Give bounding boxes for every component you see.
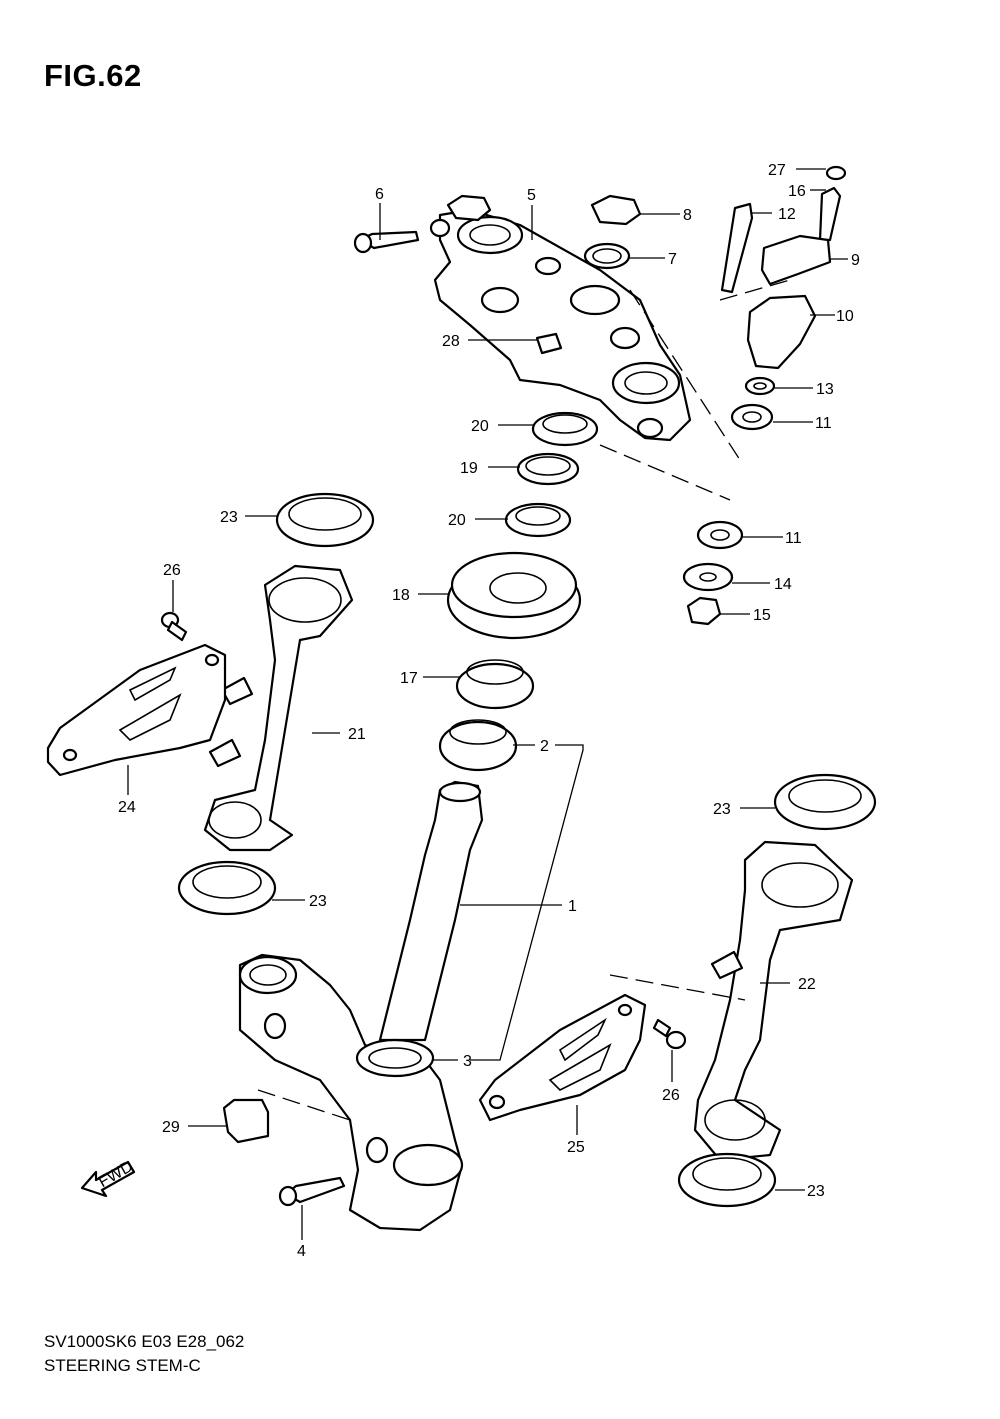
bracket-24 <box>46 643 227 777</box>
callout-11a: 11 <box>815 415 832 432</box>
callout-20b: 20 <box>448 512 466 529</box>
callout-6: 6 <box>375 186 384 203</box>
spacer-29 <box>222 1098 270 1144</box>
leader-lines <box>127 168 848 1240</box>
callout-11b: 11 <box>785 530 802 547</box>
bearing-stack <box>438 411 599 772</box>
callout-16: 16 <box>788 183 806 200</box>
callout-5: 5 <box>527 187 536 204</box>
cap-8 <box>446 194 492 222</box>
washer-7 <box>583 242 631 270</box>
nut-15 <box>686 596 722 626</box>
screw-26a <box>160 611 188 642</box>
callout-3: 3 <box>463 1053 472 1070</box>
callout-4: 4 <box>297 1243 306 1260</box>
fwd-arrow-icon: FWD <box>80 1158 136 1198</box>
callout-29: 29 <box>162 1119 180 1136</box>
bolt-6 <box>353 230 420 254</box>
grommet-23d <box>677 1152 777 1208</box>
callout-23a: 23 <box>220 509 238 526</box>
callout-10: 10 <box>836 308 854 325</box>
model-code: SV1000SK6 E03 E28_062 <box>44 1332 245 1351</box>
cap-8b <box>590 194 642 226</box>
bracket-25 <box>478 993 647 1122</box>
callout-21: 21 <box>348 726 366 743</box>
callout-20a: 20 <box>471 418 489 435</box>
meter-bracket-21 <box>203 564 354 852</box>
callout-1: 1 <box>568 898 577 915</box>
callout-7: 7 <box>668 251 677 268</box>
callout-13: 13 <box>816 381 834 398</box>
callout-12: 12 <box>778 206 796 223</box>
callout-8: 8 <box>683 207 692 224</box>
grommet-23c <box>773 773 877 831</box>
screw-26b <box>652 1018 687 1050</box>
callout-labels: 1 2 3 4 5 6 7 8 9 10 11 11 12 13 14 15 1… <box>118 162 860 1260</box>
bolt-4 <box>278 1176 346 1207</box>
callout-27: 27 <box>768 162 786 179</box>
figure-name: STEERING STEM-C <box>44 1356 201 1375</box>
figure-title: FIG.62 <box>44 58 142 93</box>
callout-22: 22 <box>798 976 816 993</box>
grommet-23b <box>177 860 277 916</box>
callout-23c: 23 <box>713 801 731 818</box>
callout-23d: 23 <box>807 1183 825 1200</box>
callout-2: 2 <box>540 738 549 755</box>
washer-11 <box>696 520 744 550</box>
callout-9: 9 <box>851 252 860 269</box>
callout-26b: 26 <box>662 1087 680 1104</box>
callout-28: 28 <box>442 333 460 350</box>
callout-25: 25 <box>567 1139 585 1156</box>
handlebar-holder <box>720 165 847 431</box>
grommet-23a <box>275 492 375 548</box>
upper-bracket <box>429 208 692 442</box>
callout-19: 19 <box>460 460 478 477</box>
callout-26a: 26 <box>163 562 181 579</box>
callout-14: 14 <box>774 576 792 593</box>
callout-23b: 23 <box>309 893 327 910</box>
callout-17: 17 <box>400 670 418 687</box>
fwd-label: FWD <box>96 1158 136 1191</box>
meter-bracket-22 <box>693 840 854 1162</box>
washer-14 <box>682 562 734 592</box>
callout-18: 18 <box>392 587 410 604</box>
callout-15: 15 <box>753 607 771 624</box>
steering-stem <box>238 780 484 1232</box>
callout-24: 24 <box>118 799 136 816</box>
